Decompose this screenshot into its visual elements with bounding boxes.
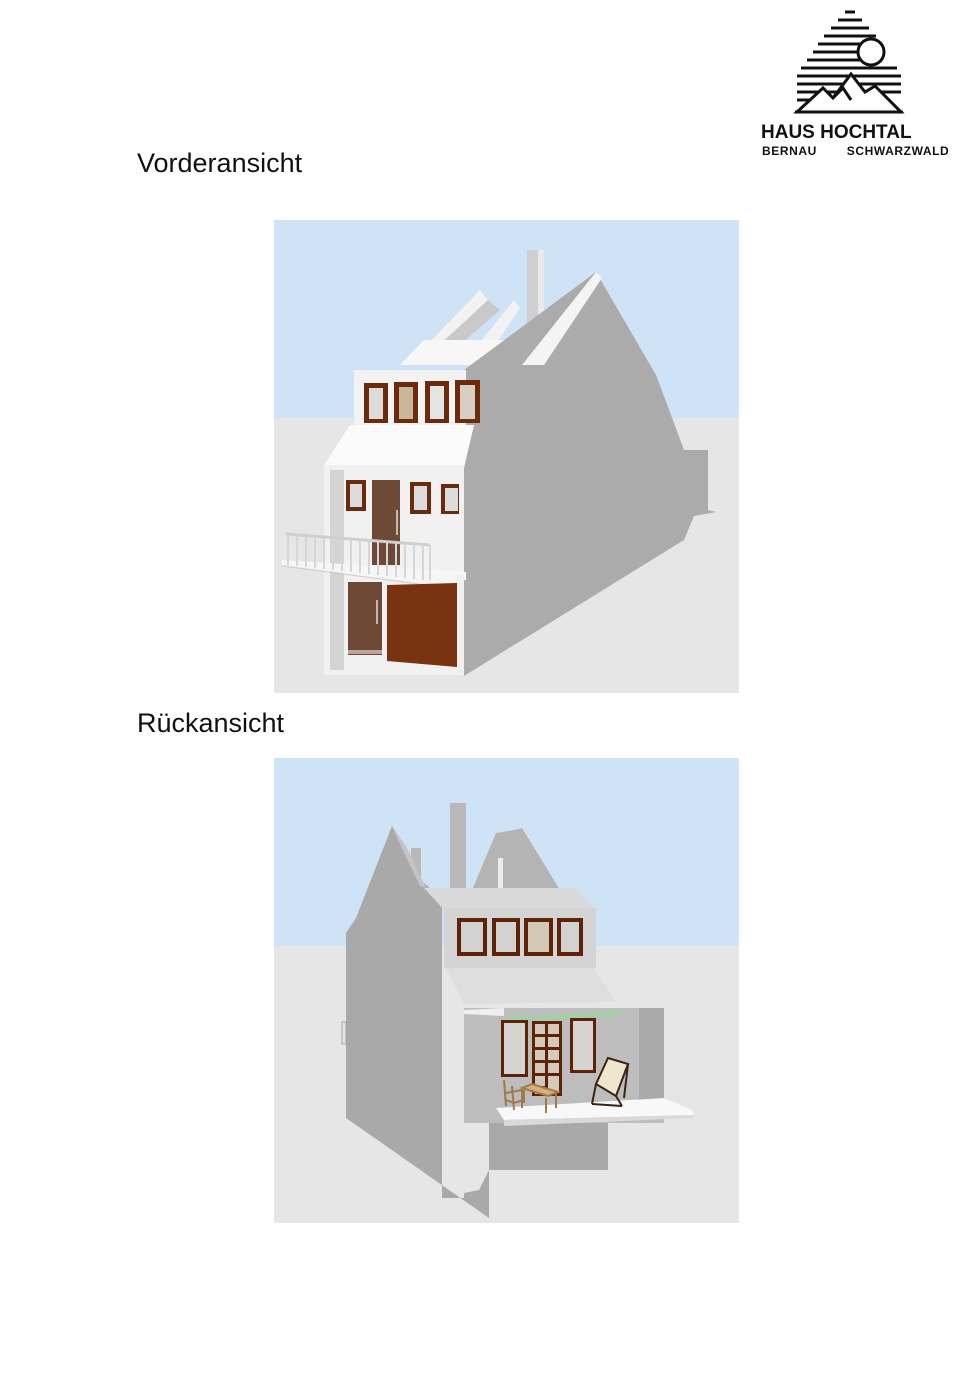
logo-title: HAUS HOCHTAL <box>761 122 912 143</box>
logo: HAUS HOCHTAL BERNAU SCHWARZWALD <box>756 4 950 160</box>
front-view-image <box>274 220 739 693</box>
back-view-image <box>274 758 739 1231</box>
section-title-back: Rückansicht <box>137 708 285 738</box>
section-title-front: Vorderansicht <box>137 148 303 178</box>
house-mountains-sun-icon <box>793 10 905 114</box>
logo-subtitle: BERNAU SCHWARZWALD <box>762 144 950 158</box>
